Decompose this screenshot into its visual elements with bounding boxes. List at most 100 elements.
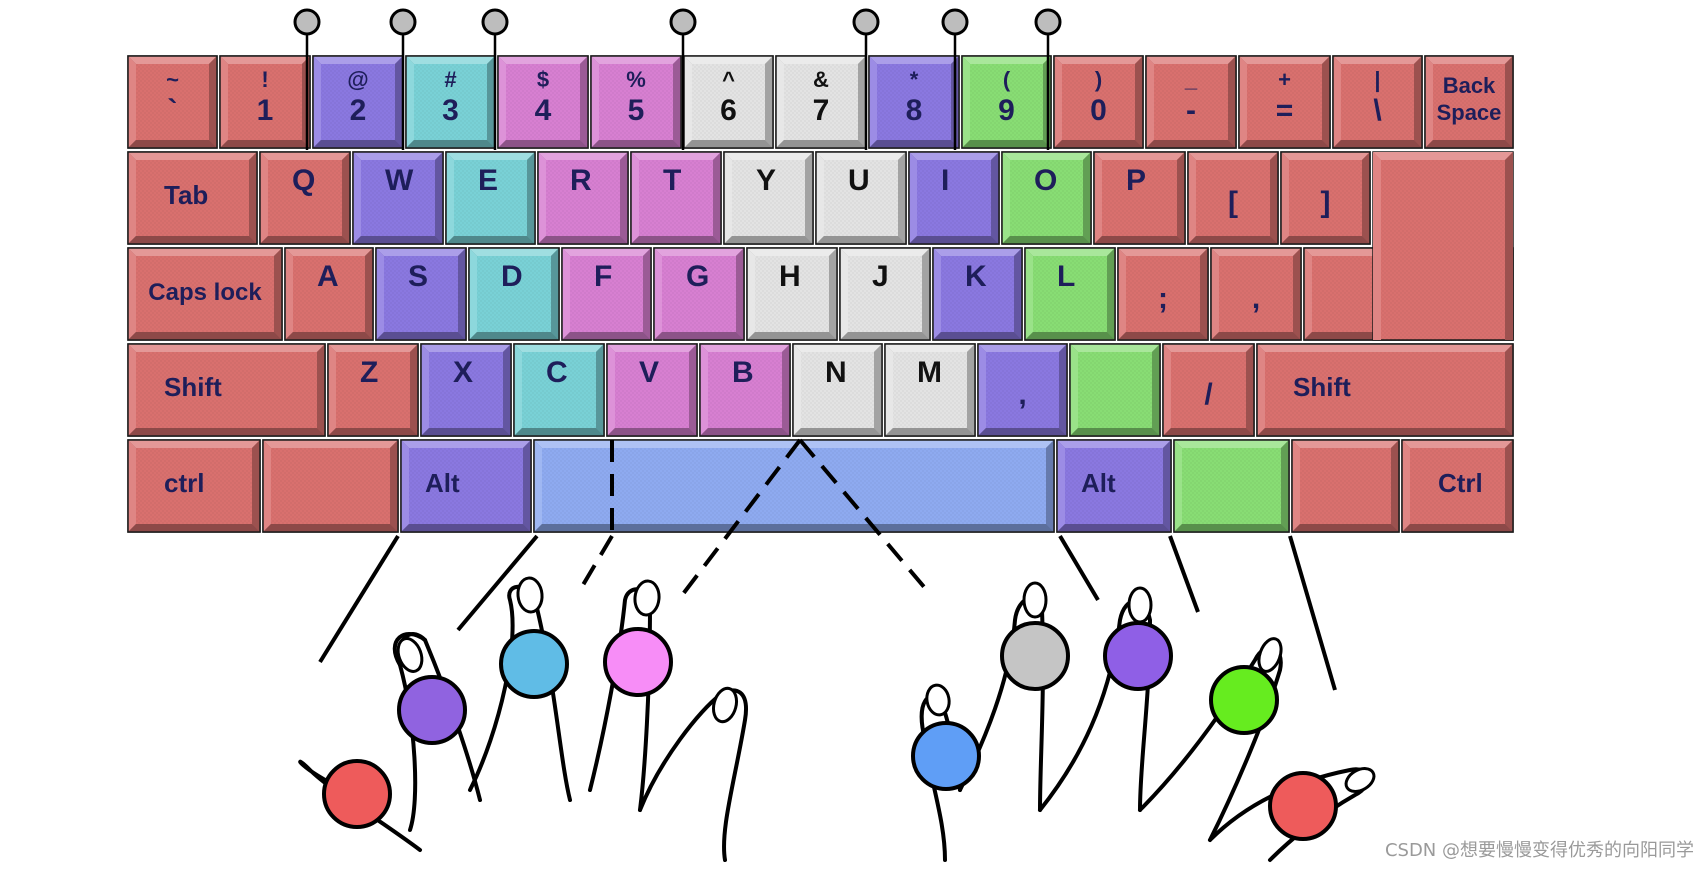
- finger-guide-line: [578, 534, 614, 592]
- key-label: W: [385, 164, 414, 197]
- hand-outline: [298, 632, 482, 852]
- key-u: U: [815, 151, 907, 245]
- fingernail: [1127, 586, 1153, 624]
- key-r3-8: ,: [977, 343, 1068, 437]
- key-8: *8: [868, 55, 960, 149]
- key-label: ]: [1321, 186, 1331, 219]
- key-o: O: [1001, 151, 1092, 245]
- key-r2-11: ,: [1210, 247, 1302, 341]
- guide-pin-icon: [481, 8, 509, 36]
- key-e: E: [445, 151, 536, 245]
- key-label: T: [663, 164, 681, 197]
- key-f: F: [561, 247, 652, 341]
- fingernail: [711, 686, 739, 724]
- fingernail: [1257, 637, 1283, 673]
- key-label: L: [1057, 260, 1075, 293]
- key-m: M: [884, 343, 976, 437]
- key-7: &7: [775, 55, 867, 149]
- key-label: 6: [720, 94, 737, 127]
- key-symbol: ~: [166, 67, 179, 92]
- key-1: !1: [219, 55, 311, 149]
- key-label: Shift: [1293, 372, 1351, 402]
- key-r3-10: /: [1162, 343, 1255, 437]
- key-label: 0: [1090, 94, 1107, 127]
- key-label: ctrl: [164, 468, 204, 498]
- key-label: 7: [813, 94, 830, 127]
- key-r1-12: ]: [1280, 151, 1371, 245]
- finger-dot: [397, 675, 467, 745]
- key-label: Shift: [164, 372, 222, 402]
- key-label: I: [941, 164, 949, 197]
- key-2: @2: [312, 55, 404, 149]
- key-label: ,: [1018, 378, 1026, 411]
- finger-guide-lines: [293, 8, 1337, 691]
- hand-outline: [638, 688, 748, 862]
- key-label: ,: [1252, 282, 1260, 315]
- key-d: D: [468, 247, 560, 341]
- key-3: #3: [405, 55, 496, 149]
- key-symbol: *: [910, 67, 919, 92]
- finger-dot: [1268, 771, 1338, 841]
- key-symbol: #: [444, 67, 456, 92]
- key-label: Y: [756, 164, 776, 197]
- key-alt: Alt: [400, 439, 532, 533]
- key-label: N: [825, 356, 847, 389]
- key-symbol: &: [813, 67, 829, 92]
- key-r3-9: [1069, 343, 1161, 437]
- key-h: H: [746, 247, 838, 341]
- key-symbol: ^: [722, 67, 735, 92]
- guide-pin-icon: [941, 8, 969, 36]
- key-9: (9: [961, 55, 1052, 149]
- finger-dot: [499, 629, 569, 699]
- key-label: 1: [257, 94, 274, 127]
- key-label: Caps lock: [148, 279, 262, 306]
- key-r0-0: ~`: [127, 55, 218, 149]
- key-r4-3: [533, 439, 1055, 533]
- key-label: 2: [350, 94, 367, 127]
- key-r: R: [537, 151, 629, 245]
- key-r0-13: |\: [1332, 55, 1423, 149]
- finger-dot: [1103, 621, 1173, 691]
- key-r0-11: _-: [1145, 55, 1237, 149]
- key-caps-lock: Caps lock: [127, 247, 283, 341]
- key-label: \: [1373, 94, 1382, 127]
- key-label: E: [478, 164, 498, 197]
- key-label: X: [453, 356, 473, 389]
- key-label: S: [408, 260, 428, 293]
- key-alt: Alt: [1056, 439, 1172, 533]
- key-shift: Shift: [127, 343, 326, 437]
- key-symbol: |: [1374, 67, 1380, 92]
- key-r4-1: [262, 439, 399, 533]
- key-6: ^6: [683, 55, 774, 149]
- key-n: N: [792, 343, 883, 437]
- key-b: B: [699, 343, 791, 437]
- key-label: /: [1204, 378, 1213, 411]
- key-g: G: [653, 247, 745, 341]
- key-label: M: [917, 356, 942, 389]
- key-0: )0: [1053, 55, 1144, 149]
- fingernail: [925, 683, 951, 717]
- key-x: X: [420, 343, 512, 437]
- key-label: K: [965, 260, 987, 293]
- key-t: T: [630, 151, 722, 245]
- key-label: H: [779, 260, 801, 293]
- key-y: Y: [723, 151, 814, 245]
- guide-pin-icon: [1034, 8, 1062, 36]
- key-s: S: [375, 247, 467, 341]
- key-symbol: $: [537, 67, 549, 92]
- finger-dot: [1209, 665, 1279, 735]
- key-label: 5: [628, 94, 645, 127]
- key-label: U: [848, 164, 870, 197]
- finger-guide-line: [1168, 535, 1200, 613]
- key-symbol: !: [261, 67, 268, 92]
- fingernail: [1344, 767, 1376, 793]
- key-v: V: [606, 343, 698, 437]
- key-label: Q: [292, 164, 315, 197]
- finger-guide-line: [318, 534, 400, 664]
- key-j: J: [839, 247, 931, 341]
- key-c: C: [513, 343, 605, 437]
- key-a: A: [284, 247, 374, 341]
- key-l: L: [1024, 247, 1116, 341]
- guide-pin-icon: [852, 8, 880, 36]
- watermark: CSDN @想要慢慢变得优秀的向阳同学: [1384, 840, 1694, 861]
